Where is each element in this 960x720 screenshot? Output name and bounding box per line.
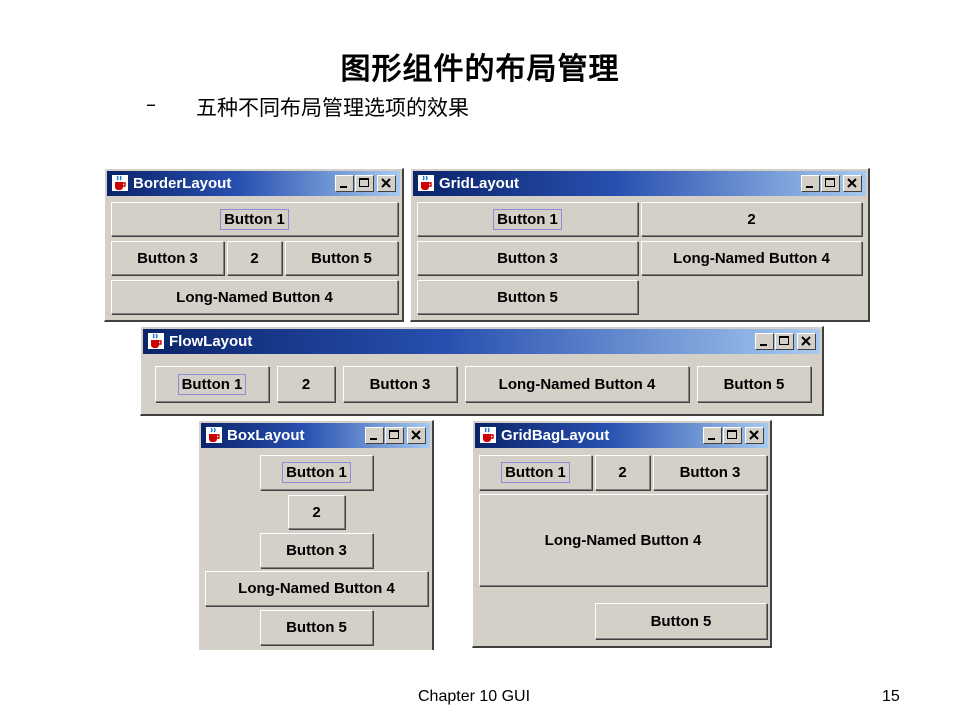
- java-cup-icon[interactable]: [205, 426, 223, 444]
- borderlayout-window: BorderLayout Button 1 Button 3 2 Button …: [104, 168, 404, 322]
- boxlayout-window: BoxLayout Button 1 2 Button 3 Long-Named…: [198, 420, 434, 650]
- maximize-button[interactable]: [355, 175, 374, 192]
- minimize-button[interactable]: [335, 175, 354, 192]
- java-cup-icon[interactable]: [111, 174, 129, 192]
- minimize-icon: [806, 186, 813, 188]
- button-3[interactable]: Button 3: [417, 241, 638, 275]
- flowlayout-window: FlowLayout Button 1 2 Button 3 Long-Name…: [140, 326, 824, 416]
- window-titlebar[interactable]: GridBagLayout: [475, 423, 768, 448]
- button-4[interactable]: Long-Named Button 4: [111, 280, 398, 314]
- button-1[interactable]: Button 1: [479, 455, 592, 490]
- minimize-icon: [340, 186, 347, 188]
- minimize-button[interactable]: [755, 333, 774, 350]
- java-cup-icon[interactable]: [479, 426, 497, 444]
- window-title: BorderLayout: [133, 175, 232, 192]
- maximize-icon: [359, 178, 369, 187]
- maximize-button[interactable]: [821, 175, 840, 192]
- button-2[interactable]: 2: [288, 495, 345, 529]
- button-3[interactable]: Button 3: [653, 455, 767, 490]
- button-5[interactable]: Button 5: [260, 610, 373, 645]
- close-icon: [847, 178, 857, 188]
- footer-chapter: Chapter 10 GUI: [418, 688, 531, 705]
- maximize-button[interactable]: [385, 427, 404, 444]
- close-button[interactable]: [407, 427, 426, 444]
- button-4[interactable]: Long-Named Button 4: [641, 241, 862, 275]
- minimize-icon: [370, 438, 377, 440]
- java-cup-icon[interactable]: [417, 174, 435, 192]
- gridbaglayout-window: GridBagLayout Button 1 2 Button 3 Long-N…: [472, 420, 772, 648]
- close-button[interactable]: [797, 333, 816, 350]
- window-titlebar[interactable]: BorderLayout: [107, 171, 400, 196]
- window-title: BoxLayout: [227, 427, 305, 444]
- gridlayout-window: GridLayout Button 1 2 Button 3 Long-Name…: [410, 168, 870, 322]
- java-cup-icon[interactable]: [147, 332, 165, 350]
- button-5[interactable]: Button 5: [285, 241, 398, 275]
- minimize-button[interactable]: [365, 427, 384, 444]
- footer-page-number: 15: [882, 688, 900, 705]
- window-title: GridBagLayout: [501, 427, 610, 444]
- slide-subtitle: 五种不同布局管理选项的效果: [196, 96, 469, 120]
- minimize-button[interactable]: [801, 175, 820, 192]
- window-titlebar[interactable]: FlowLayout: [143, 329, 820, 354]
- button-2[interactable]: 2: [595, 455, 650, 490]
- button-2[interactable]: 2: [227, 241, 282, 275]
- minimize-icon: [760, 344, 767, 346]
- close-icon: [801, 336, 811, 346]
- slide-title: 图形组件的布局管理: [340, 52, 620, 87]
- button-2[interactable]: 2: [277, 366, 335, 402]
- button-2[interactable]: 2: [641, 202, 862, 236]
- button-1[interactable]: Button 1: [417, 202, 638, 236]
- close-button[interactable]: [745, 427, 764, 444]
- maximize-icon: [727, 430, 737, 439]
- maximize-icon: [389, 430, 399, 439]
- maximize-button[interactable]: [775, 333, 794, 350]
- close-button[interactable]: [377, 175, 396, 192]
- button-5[interactable]: Button 5: [417, 280, 638, 314]
- close-icon: [381, 178, 391, 188]
- maximize-icon: [825, 178, 835, 187]
- button-1[interactable]: Button 1: [260, 455, 373, 490]
- button-3[interactable]: Button 3: [260, 533, 373, 568]
- minimize-icon: [708, 438, 715, 440]
- bullet-dash: –: [146, 92, 156, 116]
- close-button[interactable]: [843, 175, 862, 192]
- button-4[interactable]: Long-Named Button 4: [465, 366, 689, 402]
- close-icon: [749, 430, 759, 440]
- button-4[interactable]: Long-Named Button 4: [479, 494, 767, 586]
- minimize-button[interactable]: [703, 427, 722, 444]
- maximize-icon: [779, 336, 789, 345]
- window-title: GridLayout: [439, 175, 520, 192]
- window-title: FlowLayout: [169, 333, 253, 350]
- window-titlebar[interactable]: GridLayout: [413, 171, 866, 196]
- window-titlebar[interactable]: BoxLayout: [201, 423, 430, 448]
- button-1[interactable]: Button 1: [155, 366, 269, 402]
- maximize-button[interactable]: [723, 427, 742, 444]
- button-4[interactable]: Long-Named Button 4: [205, 571, 428, 606]
- button-5[interactable]: Button 5: [595, 603, 767, 639]
- button-3[interactable]: Button 3: [111, 241, 224, 275]
- close-icon: [411, 430, 421, 440]
- button-1[interactable]: Button 1: [111, 202, 398, 236]
- button-3[interactable]: Button 3: [343, 366, 457, 402]
- button-5[interactable]: Button 5: [697, 366, 811, 402]
